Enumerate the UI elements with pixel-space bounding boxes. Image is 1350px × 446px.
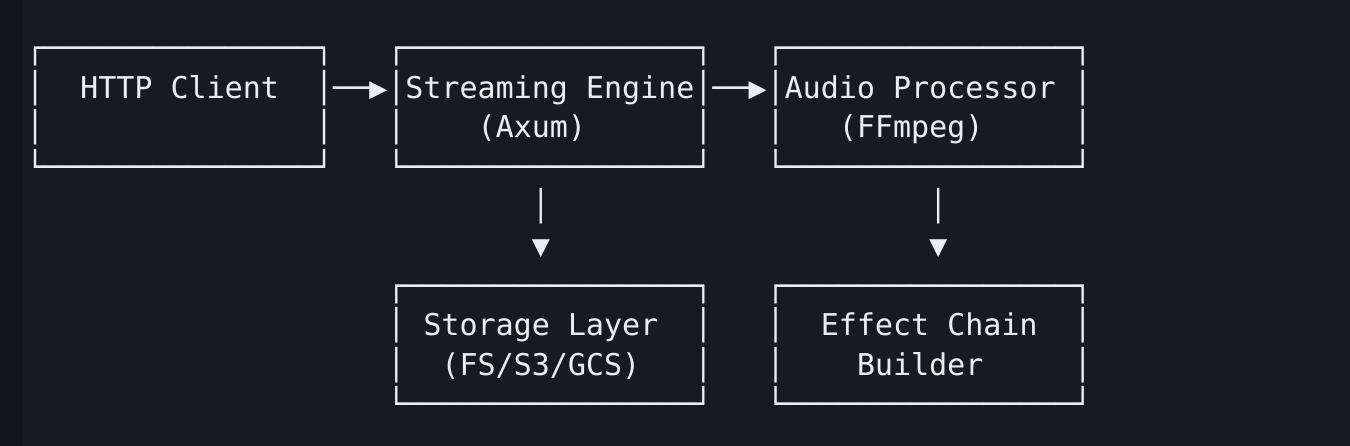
diagram-line-1: ┌───────────────┐ ┌────────────────┐ ┌──…	[26, 31, 1092, 66]
diagram-line-5: │ │	[26, 189, 1092, 225]
diagram-line-9: │ (FS/S3/GCS) │ │ Builder │	[26, 347, 1092, 383]
diagram-line-6: ▼ ▼	[26, 228, 1092, 264]
diagram-line-4: └───────────────┘ └────────────────┘ └──…	[26, 149, 1092, 185]
diagram-line-3: │ │ │ (Axum) │ │ (FFmpeg) │	[26, 110, 1092, 146]
diagram-line-2: │ HTTP Client │──▶│Streaming Engine│──▶│…	[26, 70, 1092, 106]
ascii-architecture-diagram: ┌───────────────┐ ┌────────────────┐ ┌──…	[22, 0, 1350, 446]
diagram-line-8: │ Storage Layer │ │ Effect Chain │	[26, 308, 1092, 344]
diagram-line-7: ┌────────────────┐ ┌────────────────┐	[26, 268, 1092, 304]
diagram-line-10: └────────────────┘ └────────────────┘	[26, 387, 1092, 423]
left-gutter	[0, 0, 22, 446]
